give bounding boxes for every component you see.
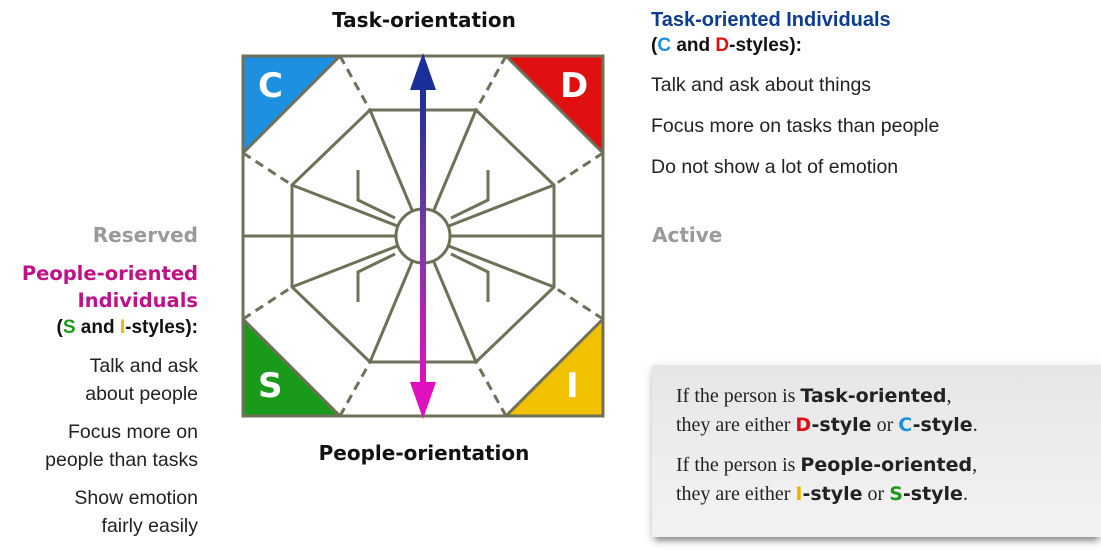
task-panel-heading: Task-oriented Individuals	[651, 9, 891, 31]
people-item: Focus more on people than tasks	[45, 421, 198, 471]
bottom-axis-title: People-orientation	[318, 441, 530, 465]
left-axis-label: Reserved	[92, 223, 198, 247]
people-item: Talk and ask about people	[85, 355, 198, 405]
arrow-head-down	[410, 382, 436, 419]
right-axis-label: Active	[652, 223, 723, 247]
people-panel-heading-line1: People-oriented	[21, 262, 198, 285]
people-panel-heading-line2: Individuals	[77, 289, 198, 312]
task-panel-subheading: (C and D-styles):	[651, 35, 802, 56]
people-panel-subheading: (S and I-styles):	[56, 317, 199, 338]
note-line-2: they are either D-style or C-style.	[676, 414, 978, 436]
task-panel: Task-oriented Individuals (C and D-style…	[651, 9, 1091, 181]
people-panel: People-oriented Individuals (S and I-sty…	[0, 260, 198, 540]
quadrant-letter-c: C	[258, 66, 283, 106]
axis-arrow-shaft	[420, 86, 426, 386]
arrow-head-up	[410, 53, 436, 90]
quadrant-letter-d: D	[560, 66, 589, 106]
task-item: Focus more on tasks than people	[651, 115, 940, 137]
note-line-4: they are either I-style or S-style.	[676, 483, 968, 505]
task-item: Do not show a lot of emotion	[651, 156, 899, 178]
top-axis-title: Task-orientation	[332, 8, 516, 32]
note-line-1: If the person is Task-oriented,	[676, 385, 952, 407]
disc-diagram	[241, 53, 605, 419]
quadrant-letter-s: S	[258, 366, 283, 406]
summary-note: If the person is Task-oriented, they are…	[652, 365, 1101, 537]
quadrant-letter-i: I	[566, 366, 579, 406]
note-line-3: If the person is People-oriented,	[676, 454, 978, 476]
task-item: Talk and ask about things	[651, 74, 872, 96]
people-item: Show emotion fairly easily	[74, 487, 198, 537]
